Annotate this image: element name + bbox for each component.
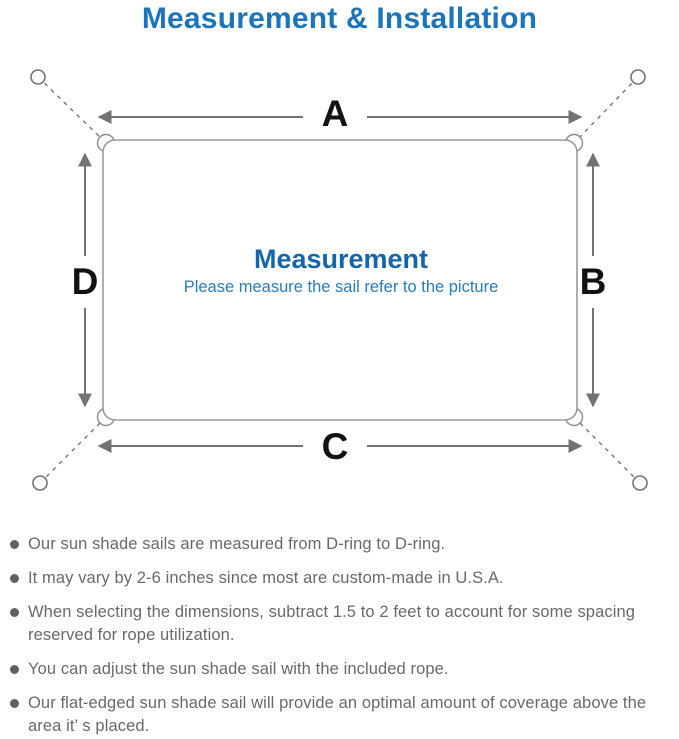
- sail-outline: [102, 139, 578, 421]
- note-text: When selecting the dimensions, subtract …: [28, 603, 636, 644]
- note-text: Our sun shade sails are measured from D-…: [28, 535, 446, 553]
- bullet-icon: [10, 665, 19, 674]
- notes-list: Our sun shade sails are measured from D-…: [10, 533, 670, 739]
- dimension-label-d: D: [72, 261, 99, 302]
- anchor-point-icons: [30, 69, 648, 491]
- note-text: It may vary by 2-6 inches since most are…: [28, 569, 504, 587]
- note-item: It may vary by 2-6 inches since most are…: [10, 567, 670, 590]
- bullet-icon: [10, 699, 19, 708]
- note-text: You can adjust the sun shade sail with t…: [28, 660, 449, 678]
- page-title: Measurement & Installation: [141, 2, 538, 35]
- dimension-label-b: B: [580, 261, 607, 302]
- dimension-label-a: A: [322, 93, 349, 134]
- bullet-icon: [10, 540, 19, 549]
- sail-measurement-diagram: A C D B Measurement Please measure the s…: [30, 69, 648, 491]
- note-item: Our sun shade sails are measured from D-…: [10, 533, 670, 556]
- note-item: When selecting the dimensions, subtract …: [10, 601, 670, 647]
- measurement-subtitle: Please measure the sail refer to the pic…: [184, 278, 499, 296]
- note-item: You can adjust the sun shade sail with t…: [10, 658, 670, 681]
- note-item: Our flat-edged sun shade sail will provi…: [10, 692, 670, 738]
- dimension-label-c: C: [322, 426, 349, 467]
- corner-rope-lines: [37, 76, 641, 484]
- bullet-icon: [10, 574, 19, 583]
- measurement-heading: Measurement: [254, 244, 428, 274]
- bullet-icon: [10, 608, 19, 617]
- note-text: Our flat-edged sun shade sail will provi…: [28, 694, 647, 735]
